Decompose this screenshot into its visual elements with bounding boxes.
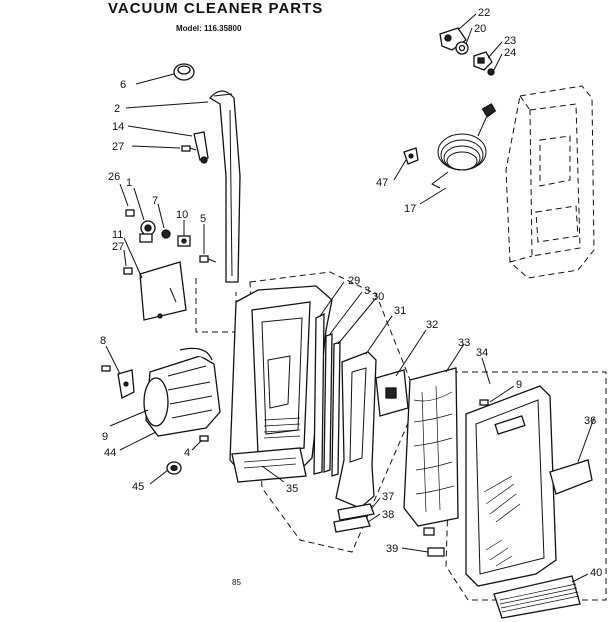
callout-23: 23 [504, 35, 516, 47]
callout-24: 24 [504, 47, 516, 59]
callout-27-lower: 27 [112, 241, 124, 253]
callout-9-right: 9 [516, 379, 522, 391]
part-37-clip [337, 503, 375, 521]
callout-10: 10 [176, 209, 188, 221]
part-5-bolt [199, 255, 217, 263]
part-24-knob [487, 68, 495, 76]
callout-35: 35 [286, 483, 298, 495]
part-31-bag-housing [335, 351, 377, 509]
part-27-screw-upper [181, 145, 197, 152]
callout-6: 6 [120, 79, 126, 91]
callout-7: 7 [152, 195, 158, 207]
handle-group-boundary [195, 278, 237, 333]
main-housing [229, 285, 333, 483]
part-23-switch [473, 51, 493, 71]
callout-34: 34 [476, 347, 488, 359]
callout-32: 32 [426, 319, 438, 331]
part-34-front-cover [465, 385, 557, 587]
callout-29: 29 [348, 275, 360, 287]
callout-1: 1 [126, 177, 132, 189]
part-8-bracket [117, 369, 135, 399]
part-27-screw-lower [123, 267, 133, 275]
part-36-latch [549, 459, 593, 495]
callout-30: 30 [372, 291, 384, 303]
part-20-washer [455, 41, 469, 55]
callout-31: 31 [394, 305, 406, 317]
page-title: VACUUM CLEANER PARTS [108, 0, 324, 17]
callout-17: 17 [404, 203, 416, 215]
part-14-switch-lever [193, 131, 209, 164]
part-32-bag-collar [375, 369, 409, 417]
part-2-handle [209, 90, 241, 283]
callout-27-upper: 27 [112, 141, 124, 153]
callout-20: 20 [474, 23, 486, 35]
callout-11: 11 [112, 229, 123, 241]
part-4-screw [199, 435, 209, 442]
callout-45: 45 [132, 481, 144, 493]
part-29-gasket [313, 312, 325, 475]
model-number: 116.35800 [204, 24, 242, 33]
callout-14: 14 [112, 121, 124, 133]
callout-5: 5 [200, 213, 206, 225]
part-11-plate [139, 261, 187, 321]
callout-36: 36 [584, 415, 596, 427]
part-39-screw [427, 547, 445, 557]
part-30-strip [331, 341, 341, 477]
motor-assembly [143, 347, 221, 437]
part-6-cap [173, 63, 195, 81]
callout-22: 22 [478, 7, 490, 19]
part-17-cord [431, 103, 497, 189]
upper-cover-outline [505, 85, 595, 279]
part-3-seal [323, 333, 333, 473]
callout-2: 2 [114, 103, 120, 115]
part-9-screw-right [479, 399, 489, 406]
part-40-grille [493, 575, 581, 619]
callout-40: 40 [590, 567, 602, 579]
part-1-hinge [139, 220, 156, 243]
callout-44: 44 [104, 447, 116, 459]
callout-4: 4 [184, 447, 190, 459]
callout-8: 8 [100, 335, 106, 347]
part-38-clip [333, 515, 371, 533]
callout-38: 38 [382, 509, 394, 521]
part-33-dust-bag [403, 367, 459, 527]
callout-39: 39 [386, 543, 398, 555]
callout-37: 37 [382, 491, 394, 503]
part-26-screw [125, 209, 135, 217]
part-10-clamp [177, 235, 191, 247]
part-9-screw-left [101, 365, 111, 372]
callout-26: 26 [108, 171, 120, 183]
small-insert [423, 527, 435, 536]
part-47-bushing [403, 147, 419, 165]
part-7-nut [161, 229, 171, 239]
part-45-bearing [166, 461, 182, 475]
model-label: Model: [176, 24, 202, 33]
callout-33: 33 [458, 337, 470, 349]
callout-47: 47 [376, 177, 388, 189]
callout-9-left: 9 [102, 431, 108, 443]
model-line: Model: 116.35800 [176, 24, 241, 33]
page-code: 85 [232, 578, 241, 587]
leader-lines [105, 13, 595, 583]
callout-3: 3 [364, 285, 370, 297]
